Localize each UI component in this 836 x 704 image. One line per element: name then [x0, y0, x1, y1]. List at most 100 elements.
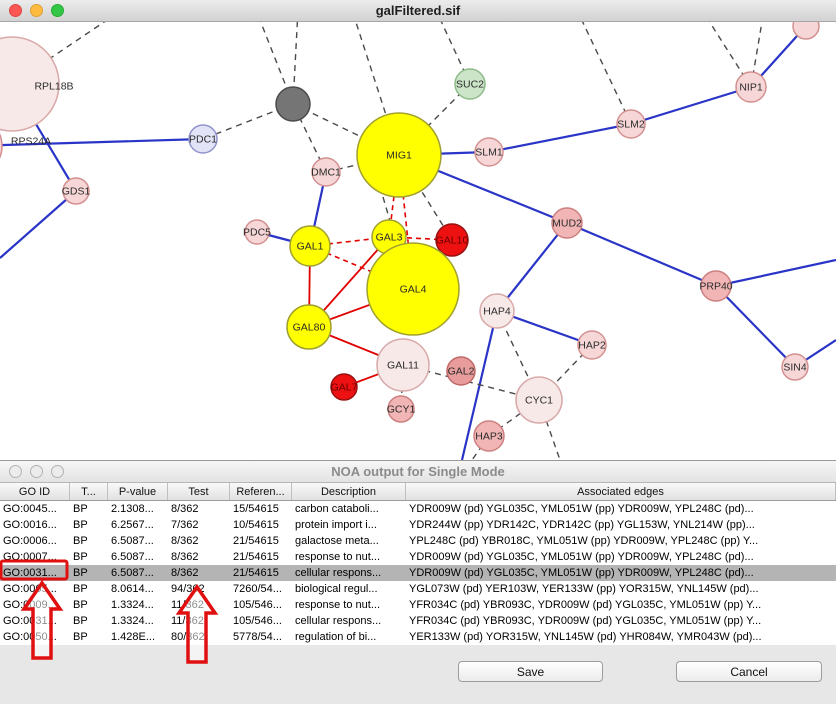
graph-node-GAL4[interactable]	[366, 242, 460, 336]
graph-edge	[460, 310, 499, 460]
column-header-p-value[interactable]: P-value	[108, 483, 168, 500]
column-header-referen[interactable]: Referen...	[230, 483, 292, 500]
graph-node-RPS24A[interactable]	[0, 116, 3, 176]
graph-node-DMC1[interactable]	[311, 157, 341, 187]
graph-node-GAL80[interactable]	[286, 304, 332, 350]
graph-node-HAP2[interactable]	[577, 330, 607, 360]
graph-node-GAL11[interactable]	[376, 338, 430, 392]
graph-node-NIP1[interactable]	[735, 71, 767, 103]
graph-edge	[576, 9, 632, 125]
table-cell: GO:0006...	[3, 535, 57, 547]
table-cell: YFR034C (pd) YBR093C, YDR009W (pd) YGL03…	[409, 599, 762, 611]
graph-node-SIN4[interactable]	[781, 353, 809, 381]
table-cell: GO:0031...	[3, 567, 57, 579]
graph-node-PRP40[interactable]	[700, 270, 732, 302]
table-cell: GO:0031...	[3, 615, 57, 627]
table-cell: 10/54615	[233, 519, 279, 531]
title-bar[interactable]: NOA output for Single Mode	[0, 461, 836, 483]
graph-edge	[496, 222, 568, 312]
graph-node-label: GAL80	[293, 322, 326, 334]
table-cell: BP	[73, 567, 88, 579]
graph-node-GAL2[interactable]	[446, 356, 476, 386]
table-cell: 21/54615	[233, 567, 279, 579]
graph-node-SLM2[interactable]	[616, 109, 646, 139]
network-canvas[interactable]: RPS24ARPL18BGDS1PDC1DMC1MIG1SUC2SLM1SLM2…	[0, 0, 836, 460]
table-cell: BP	[73, 615, 88, 627]
table-cell: 1.3324...	[111, 599, 154, 611]
graph-node-label: GAL3	[376, 232, 403, 244]
graph-edge	[488, 122, 632, 154]
table-cell: BP	[73, 503, 88, 515]
table-cell: 8/362	[171, 535, 199, 547]
graph-node-CYC1[interactable]	[515, 376, 563, 424]
graph-node-label: PRP40	[699, 281, 732, 293]
table-cell: YDR244W (pp) YDR142C, YDR142C (pp) YGL15…	[409, 519, 755, 531]
graph-node-PDC5[interactable]	[244, 219, 270, 245]
column-header-description[interactable]: Description	[292, 483, 406, 500]
graph-node-GDS1[interactable]	[62, 177, 90, 205]
table-cell: 8/362	[171, 503, 199, 515]
table-cell: 7260/54...	[233, 583, 282, 595]
graph-node-label: GAL11	[387, 360, 419, 372]
table-cell: YDR009W (pd) YGL035C, YML051W (pp) YDR00…	[409, 551, 754, 563]
table-cell: 8/362	[171, 551, 199, 563]
graph-node-RPL18B[interactable]	[0, 36, 60, 132]
cancel-button[interactable]: Cancel	[676, 661, 822, 682]
graph-node-GAL7[interactable]	[330, 373, 358, 401]
graph-node-PDC1[interactable]	[188, 124, 218, 154]
close-button[interactable]	[9, 465, 22, 478]
table-cell: GO:0009...	[3, 599, 57, 611]
graph-node-GAL1[interactable]	[289, 225, 331, 267]
column-header-t[interactable]: T...	[70, 483, 108, 500]
graph-node-label: SUC2	[456, 79, 484, 91]
table-cell: YER133W (pd) YOR315W, YNL145W (pd) YHR08…	[409, 631, 762, 643]
column-header-associated-edges[interactable]: Associated edges	[406, 483, 836, 500]
table-cell: 105/546...	[233, 599, 282, 611]
title-bar[interactable]: galFiltered.sif	[0, 0, 836, 22]
table-cell: BP	[73, 599, 88, 611]
graph-node-MUD2[interactable]	[551, 207, 583, 239]
table-cell: 21/54615	[233, 551, 279, 563]
graph-node-HAP3[interactable]	[473, 420, 505, 452]
graph-node-label: HAP2	[578, 340, 606, 352]
graph-node-label: PDC1	[189, 134, 217, 146]
table-cell: cellular respons...	[295, 567, 382, 579]
column-header-test[interactable]: Test	[168, 483, 230, 500]
graph-node-GAL10[interactable]	[435, 223, 469, 257]
window-title: galFiltered.sif	[375, 3, 461, 18]
graph-node-GCY1[interactable]	[387, 395, 415, 423]
graph-node-UNNAMED[interactable]	[275, 86, 311, 122]
close-button[interactable]	[9, 4, 22, 17]
table-cell: GO:0016...	[3, 519, 57, 531]
zoom-button[interactable]	[51, 465, 64, 478]
table-cell: 80/362	[171, 631, 205, 643]
zoom-button[interactable]	[51, 4, 64, 17]
graph-node-label: GCY1	[387, 404, 416, 416]
graph-node-label: DMC1	[311, 167, 341, 179]
graph-node-SLM1[interactable]	[474, 137, 504, 167]
save-button[interactable]: Save	[458, 661, 603, 682]
column-header-go-id[interactable]: GO ID	[0, 483, 70, 500]
graph-node-label: MIG1	[386, 150, 412, 162]
graph-node-SUC2[interactable]	[454, 68, 486, 100]
graph-node-label: RPL18B	[34, 81, 73, 93]
table-cell: GO:0007...	[3, 551, 57, 563]
graph-node-MIG1[interactable]	[356, 112, 442, 198]
graph-node-label: HAP4	[483, 306, 511, 318]
graph-node-label: PDC5	[243, 227, 271, 239]
graph-node-HAP4[interactable]	[479, 293, 515, 329]
minimize-button[interactable]	[30, 465, 43, 478]
minimize-button[interactable]	[30, 4, 43, 17]
table-cell: YPL248C (pd) YBR018C, YML051W (pp) YDR00…	[409, 535, 759, 547]
